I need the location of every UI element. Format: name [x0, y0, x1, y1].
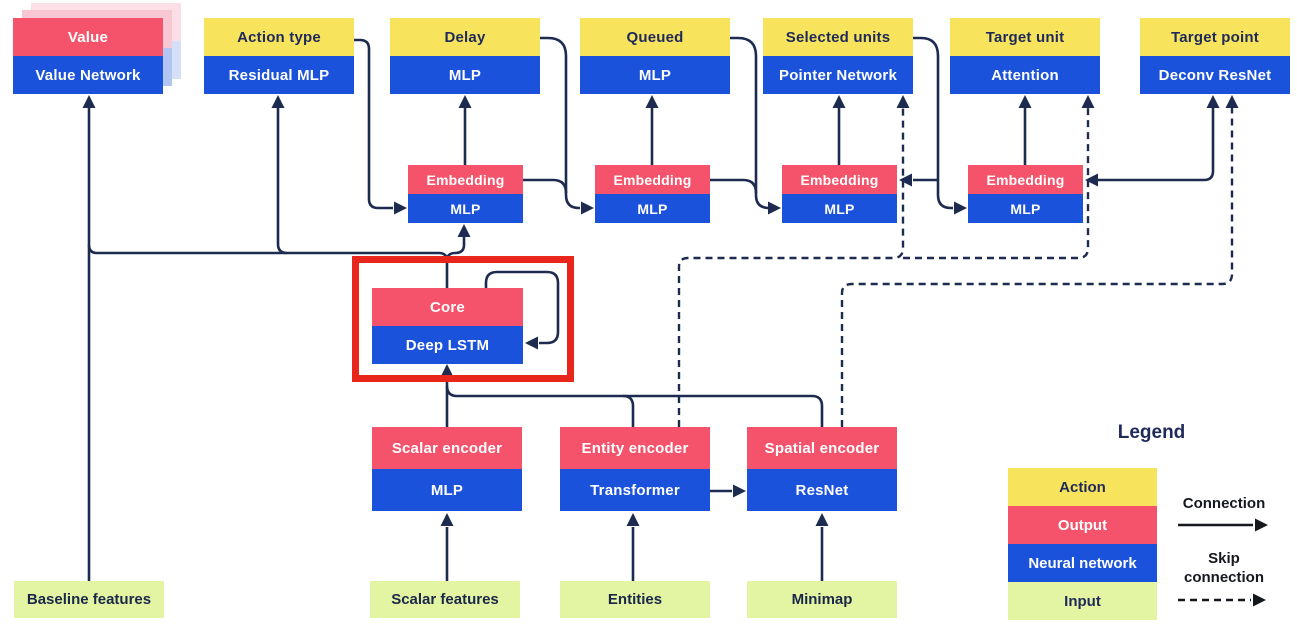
value-output-label: Value: [13, 18, 163, 56]
skip-connections: [677, 108, 1234, 427]
legend-skip-connection-label: Skip connection: [1183, 550, 1264, 586]
block-embedding-2: Embedding MLP: [595, 165, 710, 223]
connection-selected-units-to-embedding-4: [913, 36, 953, 210]
block-value: Value Value Network: [13, 18, 163, 94]
queued-label: Queued: [580, 18, 730, 56]
connection-embedding-2-out: [710, 178, 758, 194]
target-point-label: Target point: [1140, 18, 1290, 56]
input-minimap: Minimap: [747, 581, 897, 618]
spatial-encoder-network-label: ResNet: [747, 469, 897, 511]
legend-title: Legend: [1117, 422, 1186, 443]
selected-units-label: Selected units: [763, 18, 913, 56]
input-baseline-features: Baseline features: [14, 581, 164, 618]
highlight-box: [352, 256, 574, 382]
embedding-2-label: Embedding: [595, 165, 710, 194]
legend-item-neural-network: Neural network: [1008, 544, 1157, 582]
scalar-encoder-label: Scalar encoder: [372, 427, 522, 469]
delay-network-label: MLP: [390, 56, 540, 94]
block-delay: Delay MLP: [390, 18, 540, 94]
legend-item-output: Output: [1008, 506, 1157, 544]
queued-network-label: MLP: [580, 56, 730, 94]
block-target-point: Target point Deconv ResNet: [1140, 18, 1290, 94]
block-action-type: Action type Residual MLP: [204, 18, 354, 94]
block-target-unit: Target unit Attention: [950, 18, 1100, 94]
input-scalar-features: Scalar features: [370, 581, 520, 618]
connection-embedding-1-out: [523, 178, 568, 194]
action-type-network-label: Residual MLP: [204, 56, 354, 94]
value-network-label: Value Network: [13, 56, 163, 94]
connection-entity-encoder-to-core: [622, 394, 635, 427]
target-point-network-label: Deconv ResNet: [1140, 56, 1290, 94]
legend-item-action: Action: [1008, 468, 1157, 506]
block-scalar-encoder: Scalar encoder MLP: [372, 427, 522, 511]
action-type-label: Action type: [204, 18, 354, 56]
embedding-1-label: Embedding: [408, 165, 523, 194]
entity-encoder-label: Entity encoder: [560, 427, 710, 469]
block-queued: Queued MLP: [580, 18, 730, 94]
input-entities: Entities: [560, 581, 710, 618]
embedding-2-network-label: MLP: [595, 194, 710, 223]
block-selected-units: Selected units Pointer Network: [763, 18, 913, 94]
connection-embedding-4-deconv: [1098, 107, 1215, 182]
embedding-1-network-label: MLP: [408, 194, 523, 223]
target-unit-network-label: Attention: [950, 56, 1100, 94]
block-embedding-3: Embedding MLP: [782, 165, 897, 223]
scalar-encoder-network-label: MLP: [372, 469, 522, 511]
connection-action-type-to-embedding-1: [354, 38, 393, 210]
target-unit-label: Target unit: [950, 18, 1100, 56]
block-spatial-encoder: Spatial encoder ResNet: [747, 427, 897, 511]
embedding-4-label: Embedding: [968, 165, 1083, 194]
legend-connection-label: Connection: [1182, 495, 1266, 512]
skip-entity-to-pointer: [677, 108, 905, 427]
legend-item-input: Input: [1008, 582, 1157, 620]
spatial-encoder-label: Spatial encoder: [747, 427, 897, 469]
skip-spatial-to-deconv: [840, 108, 1234, 427]
selected-units-network-label: Pointer Network: [763, 56, 913, 94]
block-embedding-4: Embedding MLP: [968, 165, 1083, 223]
entity-encoder-network-label: Transformer: [560, 469, 710, 511]
block-embedding-1: Embedding MLP: [408, 165, 523, 223]
delay-label: Delay: [390, 18, 540, 56]
block-entity-encoder: Entity encoder Transformer: [560, 427, 710, 511]
embedding-3-label: Embedding: [782, 165, 897, 194]
connection-delay-to-embedding-2: [540, 36, 580, 210]
connection-spatial-encoder-to-core: [445, 385, 824, 427]
embedding-3-network-label: MLP: [782, 194, 897, 223]
embedding-4-network-label: MLP: [968, 194, 1083, 223]
connection-core-to-action-type: [276, 107, 288, 255]
